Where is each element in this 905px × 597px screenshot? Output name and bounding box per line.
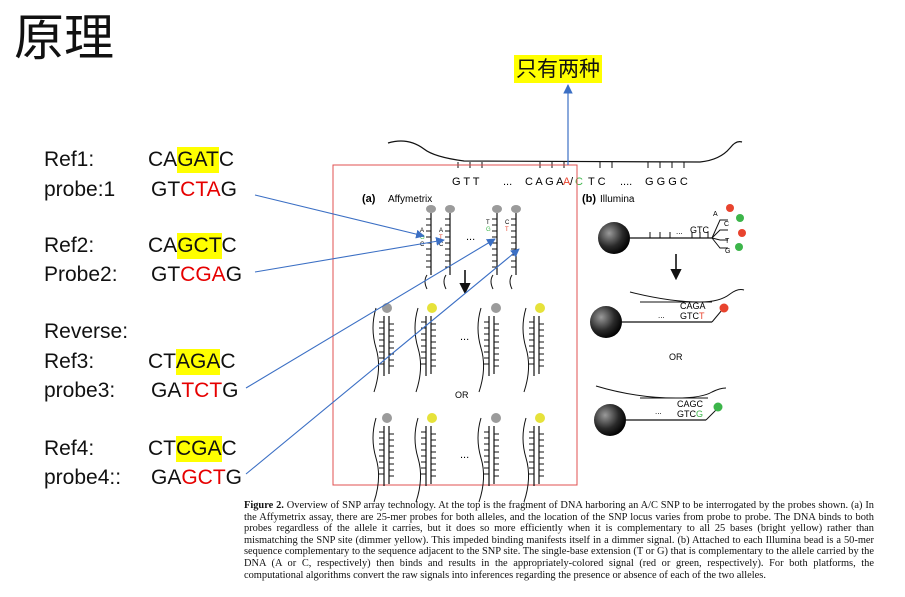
snp-region-highlight: AGA [176,349,221,375]
slide-title: 原理 [14,9,114,67]
dna-seq-mid: C A G A [525,176,564,188]
svg-text:A: A [439,228,443,234]
sequence-segment: CT [148,350,176,373]
svg-text:T: T [699,311,705,321]
probe-mismatch-region: TCT [181,379,223,402]
caption-heading: Figure 2. [244,500,284,511]
figure-caption: Figure 2. Overview of SNP array technolo… [244,500,874,581]
svg-text:T: T [505,227,509,233]
svg-text:GTC: GTC [680,311,699,321]
probe-sequence: CAGCTC [148,233,237,259]
dna-snp-c: C [575,176,583,188]
svg-text:...: ... [658,311,665,320]
sequence-segment: G [225,263,243,286]
snp-region-highlight: GAT [177,147,219,173]
svg-text:A: A [713,211,718,218]
probe-label: probe:1 [44,178,116,201]
svg-text:T: T [486,220,490,226]
probe-sequence: GAGCTG [151,465,242,491]
panel-a-frame [332,164,578,486]
probe-label: Reverse: [44,320,129,343]
probe-label: probe3: [44,379,116,402]
sequence-segment: C [220,350,236,373]
panel-b-or: OR [669,352,683,362]
sequence-segment: GT [151,263,181,286]
probe-label: Ref1: [44,148,95,171]
probe-sequence: CTCGAC [148,436,237,462]
svg-text:...: ... [460,449,469,461]
probe-sequence: GTCGAG [151,262,242,288]
probe-sequence: GATCTG [151,378,239,404]
probe-label: Probe2: [44,263,118,286]
sequence-segment: GT [151,178,181,201]
snp-region-highlight: CGA [176,436,222,462]
sequence-segment: G [220,178,237,201]
sequence-segment: C [221,234,237,257]
svg-text:...: ... [466,231,475,243]
sequence-segment: GA [151,379,182,402]
sequence-segment: GA [151,466,182,489]
illumina-bead-2: ... CAGA GTC T [590,289,745,338]
svg-text:A: A [420,228,424,234]
affy-probe-row: ... A G C A T C T G C T [420,205,521,290]
probe-sequence: CAGATC [148,147,234,173]
svg-text:C: C [439,242,444,248]
dna-strand-top [387,140,743,163]
sequence-segment: CT [148,437,176,460]
dna-seq-dots2: .... [620,176,632,188]
affy-duplex-row-2: ... [372,413,545,503]
svg-text:G: G [725,248,730,255]
panel-a-name: Affymetrix [388,194,432,205]
svg-text:CAGC: CAGC [677,399,704,409]
probe-mismatch-region: CTA [180,178,221,201]
svg-text:C: C [505,220,510,226]
dna-snp-a: A [563,176,571,188]
panel-a-or: OR [455,390,469,400]
svg-text:...: ... [676,227,683,236]
dna-seq-dots: ... [503,176,512,188]
panel-a-tag: (a) [362,193,376,205]
svg-text:C: C [724,221,729,228]
sequence-segment: C [218,148,234,171]
illumina-bead-1: ... GTC A C T G [598,204,746,255]
dna-seq-left: G T T [452,176,480,188]
probe-sequence: GTCTAG [151,177,237,203]
svg-text:G: G [696,409,703,419]
probe-sequence: CTAGAC [148,349,236,375]
dna-seq-end: G G G C [645,176,688,188]
panel-b-tag: (b) [582,193,596,205]
svg-text:GTC: GTC [677,409,696,419]
dna-ticks [457,162,685,168]
caption-text: Overview of SNP array technology. At the… [244,500,874,581]
svg-text:CAGA: CAGA [680,301,706,311]
svg-text:GTC: GTC [690,225,709,235]
svg-text:...: ... [655,407,662,416]
sequence-segment: C [221,437,237,460]
callout-two-kinds: 只有两种 [514,55,602,83]
svg-text:C: C [420,242,425,248]
probe-label: Ref4: [44,437,95,460]
dna-snp-slash: / [570,176,574,188]
svg-text:G: G [486,227,491,233]
svg-text:T: T [725,238,730,245]
sequence-segment: CA [148,148,178,171]
sequence-segment: G [225,466,243,489]
annotation-arrows [245,194,520,475]
svg-text:...: ... [460,331,469,343]
affy-duplex-row-1: ... [372,303,545,393]
panel-b-name: Illumina [600,194,635,205]
probe-mismatch-region: CGA [180,263,226,286]
snp-region-highlight: GCT [177,233,222,259]
illumina-bead-3: ... CAGC GTC G [594,385,727,436]
probe-label: probe4:: [44,466,122,489]
sequence-segment: G [222,379,239,402]
sequence-segment: CA [148,234,178,257]
probe-mismatch-region: GCT [181,466,226,489]
probe-label: Ref3: [44,350,95,373]
dna-seq-right: T C [588,176,606,188]
probe-label: Ref2: [44,234,95,257]
